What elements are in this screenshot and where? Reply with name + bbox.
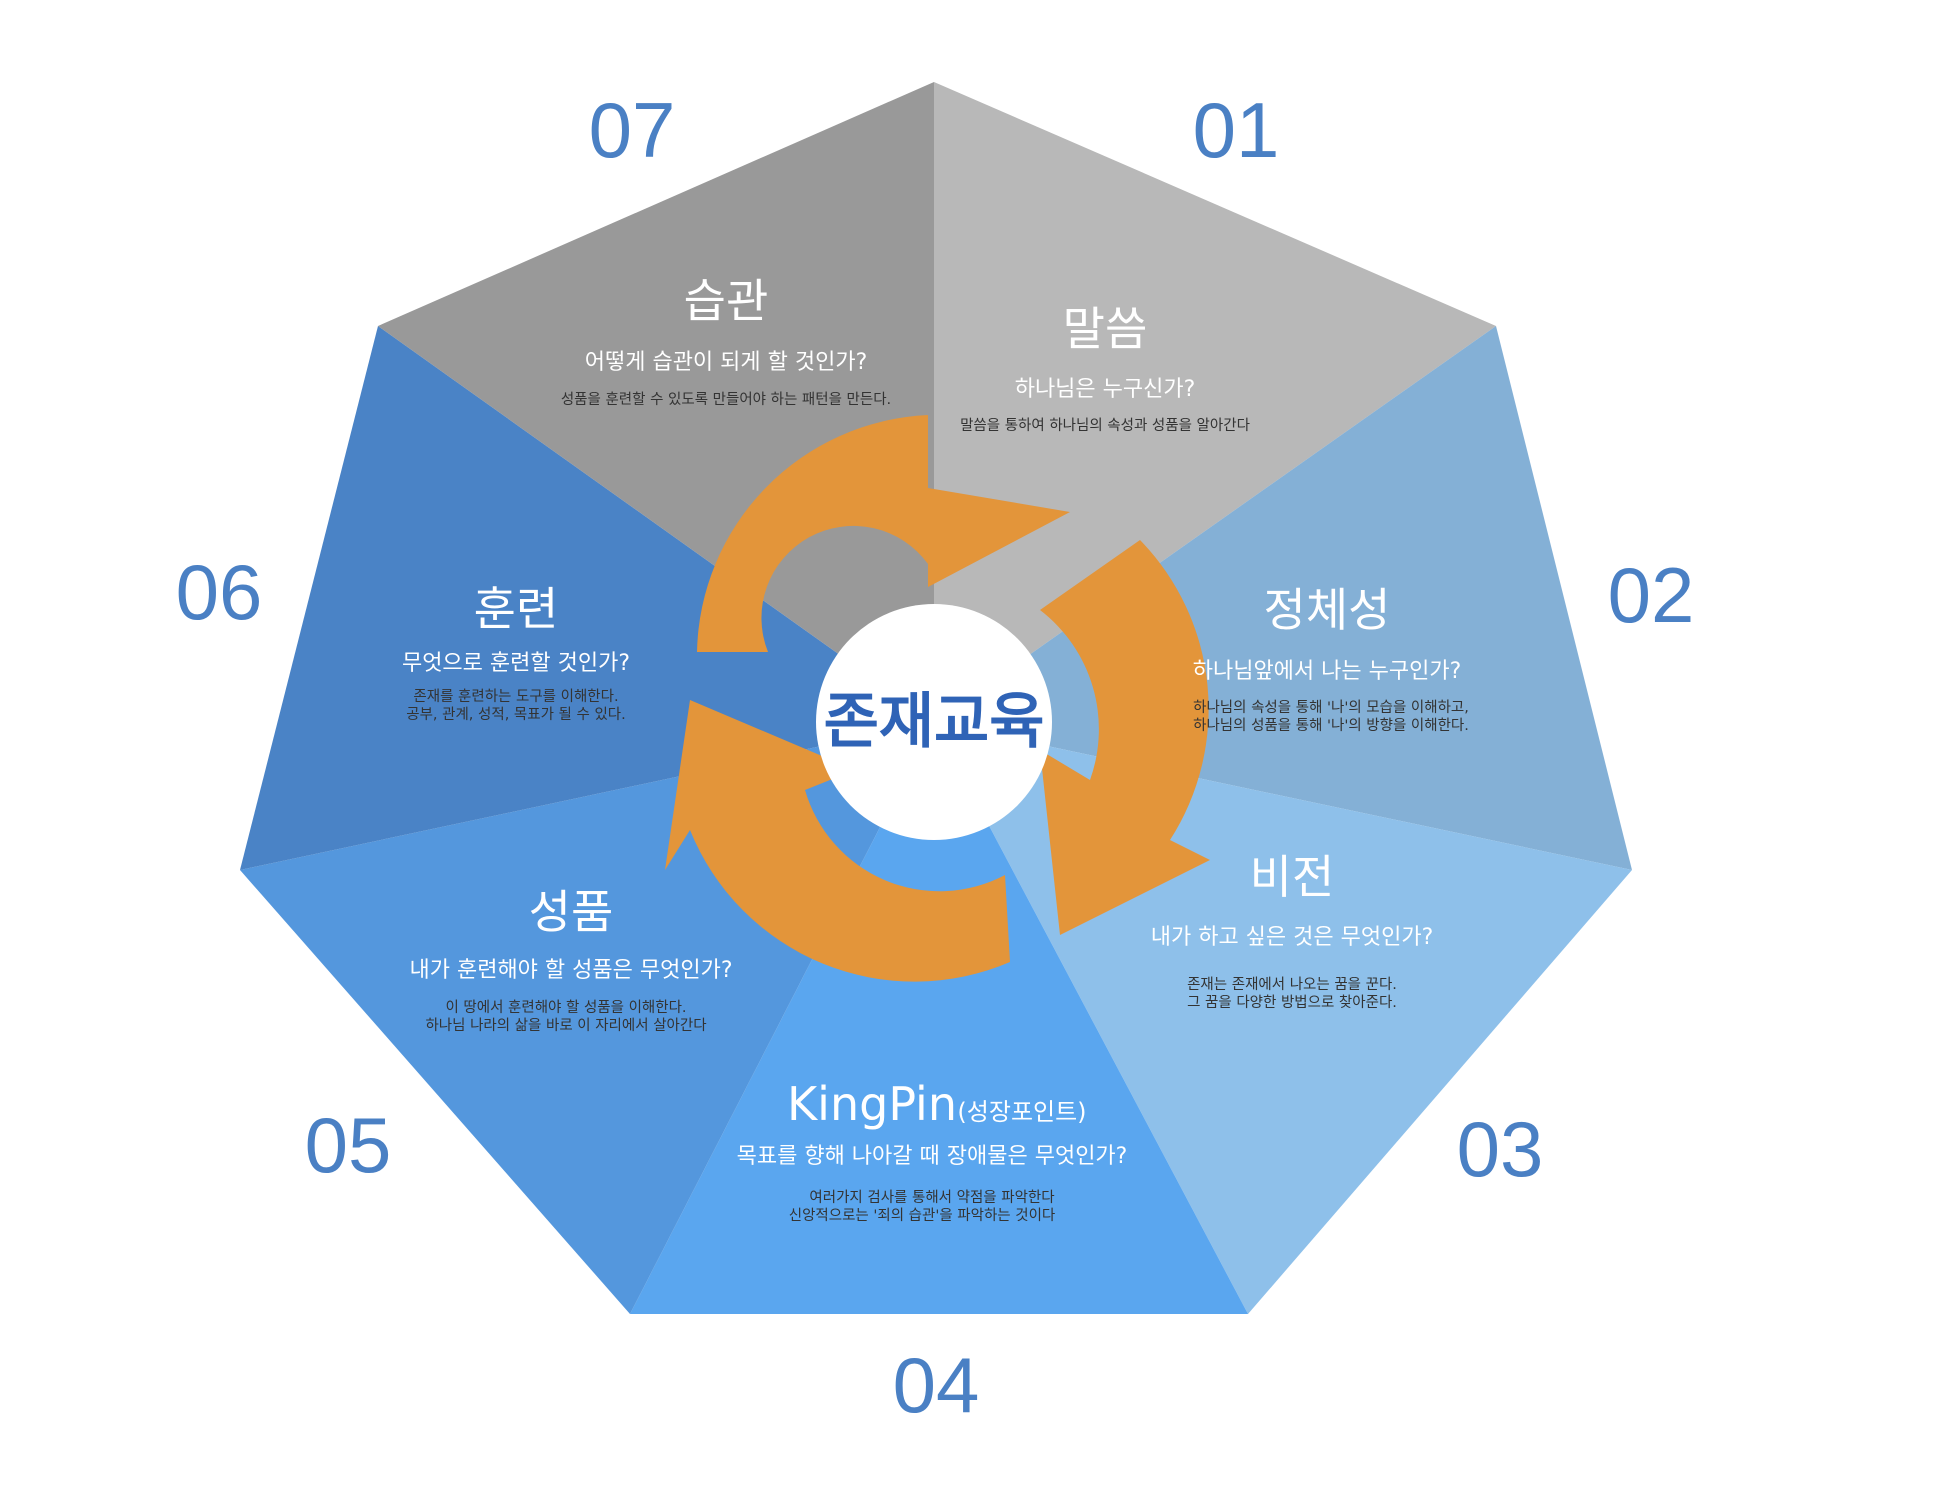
segment-01-question: 하나님은 누구신가? [1015,377,1196,402]
arrow-bottom-left [665,700,1010,982]
segment-05-desc-2: 하나님 나라의 삶을 바로 이 자리에서 살아간다 [425,1017,706,1034]
segment-06-text: 훈련 무엇으로 훈련할 것인가? 존재를 훈련하는 도구를 이해한다. 공부, … [402,582,630,723]
segment-01 [934,82,1496,722]
segment-06-desc-2: 공부, 관계, 성적, 목표가 될 수 있다. [406,706,626,723]
segment-01-desc: 말씀을 통하여 하나님의 속성과 성품을 알아간다 [960,417,1250,434]
segment-04-question: 목표를 향해 나아갈 때 장애물은 무엇인가? [737,1144,1128,1169]
segment-04-desc-1: 여러가지 검사를 통해서 약점을 파악한다 [809,1189,1054,1206]
segment-04-desc-2: 신앙적으로는 '죄의 습관'을 파악하는 것이다 [789,1207,1056,1224]
segment-05-question: 내가 훈련해야 할 성품은 무엇인가? [409,958,732,983]
number-01: 01 [1193,86,1280,174]
segment-04 [630,722,1248,1314]
segment-04-text: KingPin (성장포인트) 목표를 향해 나아갈 때 장애물은 무엇인가? … [737,1077,1128,1224]
segment-06-question: 무엇으로 훈련할 것인가? [402,651,630,676]
segment-02-text: 정체성 하나님앞에서 나는 누구인가? 하나님의 속성을 통해 '나'의 모습을… [1193,583,1469,734]
segment-06-desc-1: 존재를 훈련하는 도구를 이해한다. [413,688,618,705]
segment-01-text: 말씀 하나님은 누구신가? 말씀을 통하여 하나님의 속성과 성품을 알아간다 [960,302,1250,434]
segment-01-title: 말씀 [1063,302,1148,356]
number-02: 02 [1608,551,1695,639]
number-05: 05 [305,1101,392,1189]
segment-04-title-sub: (성장포인트) [957,1098,1086,1126]
segment-03-text: 비전 내가 하고 싶은 것은 무엇인가? 존재는 존재에서 나오는 꿈을 꾼다.… [1151,850,1434,1011]
number-06: 06 [176,548,263,636]
arrow-right [1040,540,1210,935]
number-04: 04 [893,1341,980,1429]
segment-06-title: 훈련 [474,582,559,636]
segment-07 [378,82,934,722]
segment-02-desc-2: 하나님의 성품을 통해 '나'의 방향을 이해한다. [1193,717,1469,734]
cycle-arrows [665,415,1210,982]
segment-07-title: 습관 [684,274,769,328]
segment-02-desc-1: 하나님의 속성을 통해 '나'의 모습을 이해하고, [1193,699,1469,716]
segment-02-title: 정체성 [1264,583,1391,637]
segment-05-text: 성품 내가 훈련해야 할 성품은 무엇인가? 이 땅에서 훈련해야 할 성품을 … [409,885,732,1034]
arrow-top [697,415,1070,652]
segment-03-question: 내가 하고 싶은 것은 무엇인가? [1151,925,1434,950]
segment-05-desc-1: 이 땅에서 훈련해야 할 성품을 이해한다. [445,999,686,1016]
number-07: 07 [589,86,676,174]
segment-numbers: 01 02 03 04 05 06 07 [176,86,1695,1429]
segment-07-question: 어떻게 습관이 되게 할 것인가? [585,350,868,375]
number-03: 03 [1457,1105,1544,1193]
segment-07-text: 습관 어떻게 습관이 되게 할 것인가? 성품을 훈련할 수 있도록 만들어야 … [561,274,891,408]
segment-03-title: 비전 [1250,850,1335,904]
segment-02-question: 하나님앞에서 나는 누구인가? [1193,659,1462,684]
center-circle [816,604,1052,840]
segment-03-desc-1: 존재는 존재에서 나오는 꿈을 꾼다. [1187,976,1397,993]
segment-07-desc: 성품을 훈련할 수 있도록 만들어야 하는 패턴을 만든다. [561,391,891,408]
segment-03-desc-2: 그 꿈을 다양한 방법으로 찾아준다. [1187,994,1397,1011]
segment-05-title: 성품 [529,885,614,939]
segment-04-title: KingPin [787,1077,957,1131]
center-label: 존재교육 [824,687,1045,757]
